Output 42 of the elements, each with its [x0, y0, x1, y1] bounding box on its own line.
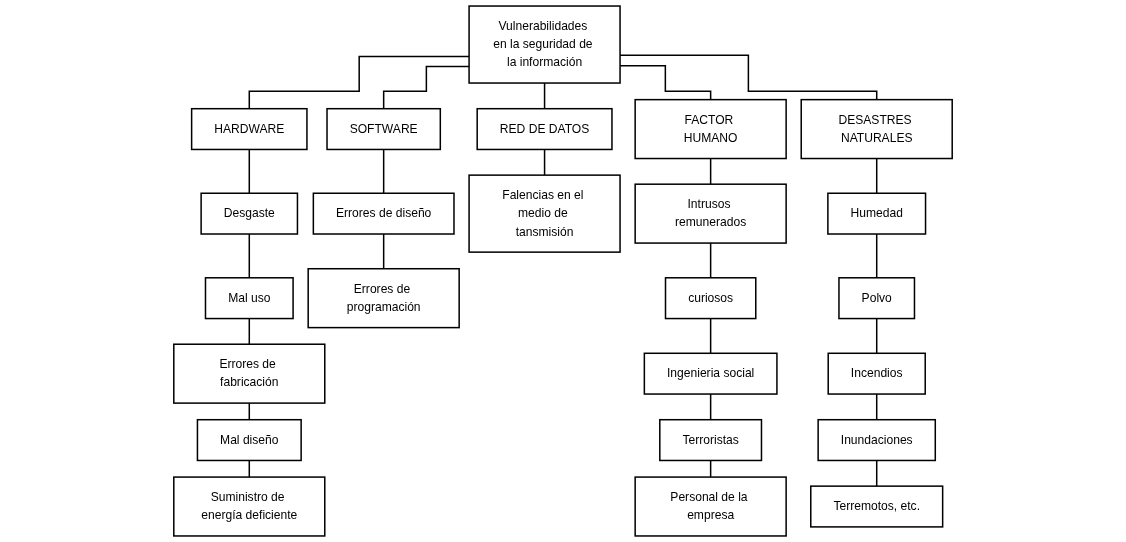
connector: [875, 157, 878, 194]
connector: [875, 393, 878, 421]
node-box: DESASTRES NATURALES: [800, 98, 953, 160]
node-box: RED DE DATOS: [476, 107, 613, 151]
node-box: Falencias en el medio de tansmisión: [468, 174, 621, 253]
node-box: Polvo: [838, 277, 916, 320]
node-box: HARDWARE: [190, 107, 308, 151]
node-box: Desgaste: [200, 192, 299, 235]
connector: [709, 157, 712, 185]
node-box: Personal de la empresa: [634, 476, 787, 537]
connector: [543, 148, 546, 176]
node-box: Suministro de energía deficiente: [173, 476, 326, 537]
connector: [248, 317, 251, 345]
node-box: Errores de fabricación: [173, 343, 326, 404]
connector: [709, 242, 712, 279]
connector: [382, 148, 385, 194]
node-box: FACTOR HUMANO: [634, 98, 787, 160]
node-box: Incendios: [827, 352, 926, 395]
node-box: SOFTWARE: [326, 107, 442, 151]
connector: [382, 65, 470, 110]
connector: [248, 55, 470, 110]
node-box: Mal uso: [204, 277, 294, 320]
node-box: Vulnerabilidades en la seguridad de la información: [468, 5, 621, 84]
node-box: Mal diseño: [196, 418, 302, 462]
connector: [875, 233, 878, 279]
node-box: Ingenieria social: [643, 352, 778, 395]
connector: [875, 317, 878, 355]
connector: [709, 393, 712, 421]
node-box: Inundaciones: [817, 418, 937, 462]
node-box: Errores de diseño: [312, 192, 455, 235]
node-box: Humedad: [827, 192, 927, 235]
connector: [382, 233, 385, 270]
connector: [709, 317, 712, 355]
node-box: Intrusos remunerados: [634, 183, 787, 244]
node-box: Terremotos, etc.: [810, 485, 944, 528]
node-box: Errores de programación: [307, 268, 460, 329]
connector: [248, 233, 251, 279]
connector: [543, 82, 546, 110]
node-box: Terroristas: [659, 418, 763, 462]
node-box: curiosos: [664, 277, 757, 320]
connector: [248, 148, 251, 194]
connector: [875, 459, 878, 487]
